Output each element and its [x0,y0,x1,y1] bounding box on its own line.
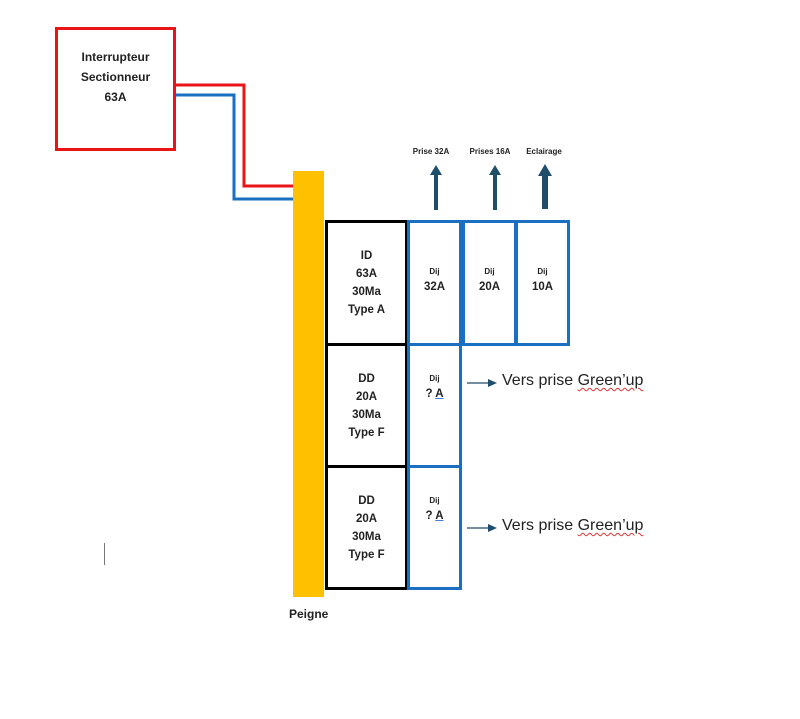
arrow-up-icon [430,165,442,210]
breaker-greenup-1: Dij ? A [407,343,462,468]
protection-device-id: ID 63A 30Ma Type A [325,220,408,346]
device-line: DD [358,494,375,507]
output-label-greenup-1: Vers prise Green’up [502,372,643,390]
breaker-greenup-2: Dij ? A [407,465,462,590]
device-line: Type F [348,426,385,439]
breaker-type: Dij [429,496,440,505]
circuit-label: Prises 16A [469,147,511,156]
arrow-up-icon [538,164,552,209]
output-prefix: Vers prise [502,372,578,389]
switch-label-line: Interrupteur [81,50,150,64]
breaker-10a: Dij 10A [515,220,570,346]
device-line: DD [358,372,375,385]
breaker-rating: 32A [423,281,446,293]
phase-wire [176,83,293,188]
output-label-greenup-2: Vers prise Green’up [502,517,643,535]
breaker-type: Dij [429,267,440,276]
device-line: 63A [355,268,378,280]
device-line: 30Ma [352,530,381,543]
breaker-rating: ? A [425,508,443,524]
device-line: Type F [348,548,385,561]
breaker-rating: ? A [425,386,443,402]
circuit-label: Eclairage [526,147,562,156]
breaker-rating: 10A [531,281,554,293]
switch-disconnector: Interrupteur Sectionneur 63A [55,27,176,151]
rating-unit: A [435,388,444,400]
comb-label: Peigne [289,607,329,621]
circuit-label: Prise 32A [412,147,450,156]
arrow-right-icon [467,524,497,532]
breaker-rating: 20A [478,281,501,293]
rating-prefix: ? [425,510,436,522]
output-name: Green’up [577,372,644,389]
breaker-type: Dij [484,267,495,276]
text-cursor [104,543,105,565]
device-line: ID [360,250,373,262]
arrow-up-icon [489,165,501,210]
device-line: 30Ma [352,286,381,298]
rating-unit: A [435,510,444,522]
breaker-type: Dij [537,267,548,276]
rating-prefix: ? [425,388,436,400]
switch-rating: 63A [104,90,127,104]
output-name: Green’up [577,517,644,534]
device-line: 30Ma [352,408,381,421]
arrow-right-icon [467,379,497,387]
device-line: 20A [355,512,378,525]
device-line: 20A [355,390,378,403]
switch-label-line: Sectionneur [80,70,151,84]
breaker-20a: Dij 20A [462,220,517,346]
breaker-32a: Dij 32A [407,220,462,346]
breaker-type: Dij [429,374,440,383]
neutral-wire [176,93,293,201]
protection-device-dd-2: DD 20A 30Ma Type F [325,465,408,590]
output-prefix: Vers prise [502,517,578,534]
comb-busbar [293,171,324,597]
device-line: Type A [347,304,386,316]
protection-device-dd-1: DD 20A 30Ma Type F [325,343,408,468]
